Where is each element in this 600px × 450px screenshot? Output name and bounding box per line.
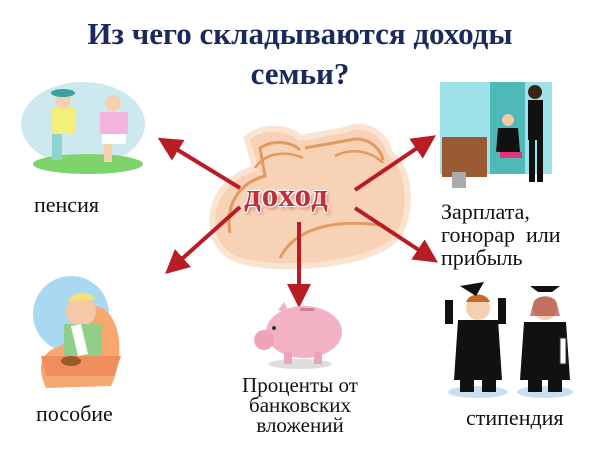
money-bags-icon xyxy=(209,123,411,270)
baby-highchair-icon xyxy=(33,276,121,388)
source-label-salary: Зарплата, гонорар или прибыль xyxy=(441,199,561,270)
page-title: Из чего складываются доходы семьи? xyxy=(0,14,600,94)
title-line-2: семьи? xyxy=(250,56,350,91)
elderly-couple-icon xyxy=(21,82,145,174)
graduates-icon xyxy=(445,282,573,398)
source-label-interest: Проценты от банковских вложений xyxy=(242,373,358,437)
piggy-bank-icon xyxy=(254,302,342,369)
center-label: доход xyxy=(244,178,329,214)
source-label-stipend: стипендия xyxy=(466,405,564,430)
source-label-allowance: пособие xyxy=(36,401,113,426)
office-workers-icon xyxy=(440,82,552,188)
source-label-pension: пенсия xyxy=(34,192,99,217)
title-line-1: Из чего складываются доходы xyxy=(87,16,513,51)
